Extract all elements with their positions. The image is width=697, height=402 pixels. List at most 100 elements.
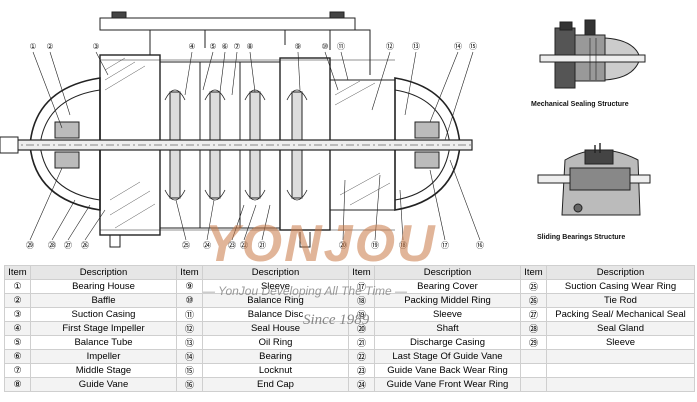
item-number: ⑨	[176, 279, 203, 294]
part-description: Discharge Casing	[374, 335, 521, 350]
mechanical-sealing-detail	[539, 19, 646, 89]
callout-number: ㉗	[64, 241, 72, 250]
part-description: Bearing Cover	[374, 279, 521, 294]
mechanical-sealing-caption: Mechanical Sealing Structure	[531, 101, 629, 108]
callout-number: ㉕	[182, 241, 190, 250]
part-description: Bearing House	[30, 279, 177, 294]
item-number: ①	[4, 279, 31, 294]
part-description: End Cap	[202, 377, 349, 392]
item-number: ②	[4, 293, 31, 308]
item-number: ㉑	[348, 335, 375, 350]
sliding-bearings-caption: Sliding Bearings Structure	[537, 234, 626, 241]
item-number: ㉙	[520, 335, 547, 350]
item-number: ⑦	[4, 363, 31, 378]
item-number: ㉘	[520, 321, 547, 336]
part-description: Balance Disc	[202, 307, 349, 322]
header-description: Description	[202, 265, 349, 280]
part-description: Oil Ring	[202, 335, 349, 350]
part-description: Guide Vane	[30, 377, 177, 392]
item-number: ⑭	[176, 349, 203, 364]
callout-number: ⑩	[321, 42, 328, 51]
callout-number: ⑰	[441, 241, 449, 250]
item-number: ⑳	[348, 321, 375, 336]
part-description: Suction Casing	[30, 307, 177, 322]
item-number	[520, 363, 547, 378]
top-pipe-frame	[99, 17, 356, 31]
part-description: Sleeve	[546, 335, 695, 350]
callout-number: ㉘	[48, 241, 56, 250]
item-number: ㉕	[520, 279, 547, 294]
item-number: ⑪	[176, 307, 203, 322]
part-description	[546, 363, 695, 378]
callout-number: ⑦	[233, 42, 240, 51]
item-number: ⑲	[348, 307, 375, 322]
header-description: Description	[30, 265, 177, 280]
item-number: ⑰	[348, 279, 375, 294]
part-description	[546, 377, 695, 392]
part-description: Locknut	[202, 363, 349, 378]
callout-number: ⑤	[209, 42, 216, 51]
item-number: ㉓	[348, 363, 375, 378]
part-description: Packing Middel Ring	[374, 293, 521, 308]
part-description: Seal House	[202, 321, 349, 336]
part-description: Balance Tube	[30, 335, 177, 350]
part-description: Balance Ring	[202, 293, 349, 308]
item-number	[520, 349, 547, 364]
parts-list-table: Item Description Item Description Item D…	[4, 265, 695, 392]
callout-number: ③	[92, 42, 99, 51]
item-number: ㉒	[348, 349, 375, 364]
header-description: Description	[374, 265, 521, 280]
item-number: ⑤	[4, 335, 31, 350]
callout-number: ⑥	[221, 42, 228, 51]
part-description: Sleeve	[374, 307, 521, 322]
header-item: Item	[348, 265, 375, 280]
part-description: Suction Casing Wear Ring	[546, 279, 695, 294]
header-item: Item	[176, 265, 203, 280]
callout-number: ①	[29, 42, 36, 51]
item-number: ⑱	[348, 293, 375, 308]
header-description: Description	[546, 265, 695, 280]
sliding-bearings-detail	[537, 143, 651, 216]
part-description: Impeller	[30, 349, 177, 364]
item-number	[520, 377, 547, 392]
item-number: ⑧	[4, 377, 31, 392]
part-description: Guide Vane Front Wear Ring	[374, 377, 521, 392]
item-number: ⑮	[176, 363, 203, 378]
header-item: Item	[4, 265, 31, 280]
part-description: Guide Vane Back Wear Ring	[374, 363, 521, 378]
table-header-row: Item Description Item Description Item D…	[4, 265, 695, 280]
item-number: ㉗	[520, 307, 547, 322]
callout-number: ⑪	[337, 42, 345, 51]
part-description: Shaft	[374, 321, 521, 336]
callout-number: ㉑	[258, 241, 266, 250]
item-number: ⑫	[176, 321, 203, 336]
header-item: Item	[520, 265, 547, 280]
callout-number: ⑯	[476, 241, 484, 250]
item-number: ⑬	[176, 335, 203, 350]
callout-number: ⑲	[371, 241, 379, 250]
callout-number: ⑮	[469, 42, 477, 51]
callout-number: ㉒	[240, 241, 248, 250]
part-description: Packing Seal/ Mechanical Seal	[546, 307, 695, 322]
part-description: Middle Stage	[30, 363, 177, 378]
item-number: ⑩	[176, 293, 203, 308]
item-number: ⑥	[4, 349, 31, 364]
callout-number: ⑫	[386, 42, 394, 51]
part-description: Last Stage Of Guide Vane	[374, 349, 521, 364]
callout-number: ⑨	[294, 42, 301, 51]
part-description: Seal Gland	[546, 321, 695, 336]
item-number: ④	[4, 321, 31, 336]
item-number: ③	[4, 307, 31, 322]
part-description: Baffle	[30, 293, 177, 308]
callout-number: ⑱	[399, 241, 407, 250]
item-number: ⑯	[176, 377, 203, 392]
item-number: ㉔	[348, 377, 375, 392]
